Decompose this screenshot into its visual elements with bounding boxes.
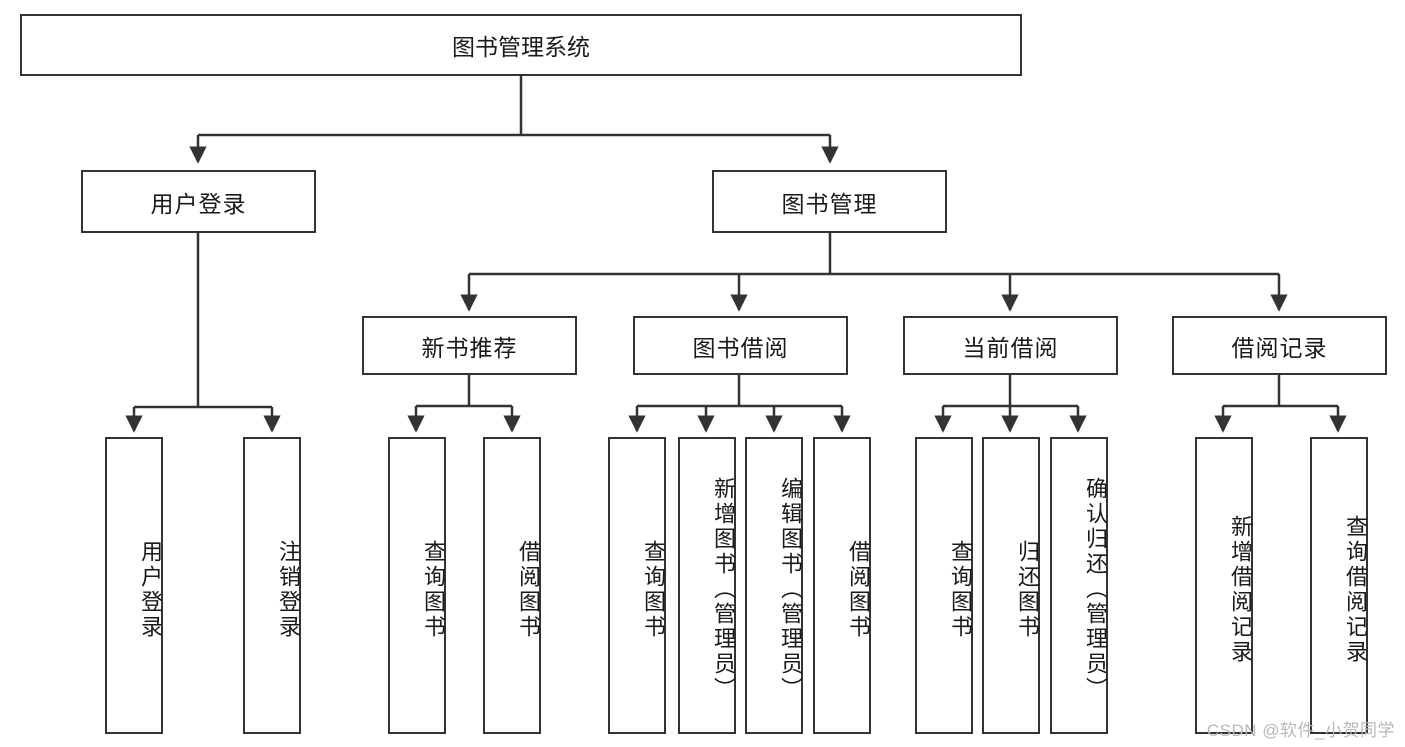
node-label: 注销登录 xyxy=(276,539,301,640)
leaf-book-borrow-add[interactable]: 新增图书（管理员） xyxy=(678,437,736,734)
leaf-new-book-query[interactable]: 查询图书 xyxy=(388,437,446,734)
leaf-borrow-record-add[interactable]: 新增借阅记录 xyxy=(1195,437,1253,734)
node-label: 图书管理 xyxy=(781,190,878,217)
node-label: 查询图书 xyxy=(641,539,666,640)
leaf-user-login-login[interactable]: 用户登录 xyxy=(105,437,163,734)
leaf-current-borrow-confirm-return[interactable]: 确认归还（管理员） xyxy=(1050,437,1108,734)
node-label: 图书管理系统 xyxy=(452,34,590,60)
leaf-borrow-record-query[interactable]: 查询借阅记录 xyxy=(1310,437,1368,734)
node-label: 归还图书 xyxy=(1015,539,1040,640)
node-label: 借阅图书 xyxy=(516,539,541,640)
node-label: 查询图书 xyxy=(421,539,446,640)
node-label: 图书借阅 xyxy=(692,334,789,361)
node-book-borrow[interactable]: 图书借阅 xyxy=(633,316,848,375)
node-borrow-record[interactable]: 借阅记录 xyxy=(1172,316,1387,375)
node-current-borrow[interactable]: 当前借阅 xyxy=(903,316,1118,375)
node-book-management[interactable]: 图书管理 xyxy=(712,170,947,233)
node-label: 当前借阅 xyxy=(962,334,1059,361)
node-label: 编辑图书（管理员） xyxy=(778,477,803,702)
leaf-user-login-logout[interactable]: 注销登录 xyxy=(243,437,301,734)
node-root-system[interactable]: 图书管理系统 xyxy=(20,14,1022,76)
node-label: 新增借阅记录 xyxy=(1228,514,1253,665)
node-label: 查询借阅记录 xyxy=(1343,514,1368,665)
leaf-new-book-borrow[interactable]: 借阅图书 xyxy=(483,437,541,734)
leaf-book-borrow-query[interactable]: 查询图书 xyxy=(608,437,666,734)
node-user-login[interactable]: 用户登录 xyxy=(81,170,316,233)
node-label: 查询图书 xyxy=(948,539,973,640)
node-label: 借阅记录 xyxy=(1231,334,1328,361)
node-label: 用户登录 xyxy=(150,190,247,217)
leaf-book-borrow-borrow[interactable]: 借阅图书 xyxy=(813,437,871,734)
csdn-watermark: CSDN @软件_小贺同学 xyxy=(1206,721,1395,740)
node-label: 新增图书（管理员） xyxy=(711,477,736,702)
node-label: 借阅图书 xyxy=(846,539,871,640)
node-new-book-recommend[interactable]: 新书推荐 xyxy=(362,316,577,375)
node-label: 新书推荐 xyxy=(421,334,518,361)
node-label: 用户登录 xyxy=(138,539,163,640)
leaf-current-borrow-query[interactable]: 查询图书 xyxy=(915,437,973,734)
leaf-current-borrow-return[interactable]: 归还图书 xyxy=(982,437,1040,734)
node-label: 确认归还（管理员） xyxy=(1083,477,1108,702)
leaf-book-borrow-edit[interactable]: 编辑图书（管理员） xyxy=(745,437,803,734)
